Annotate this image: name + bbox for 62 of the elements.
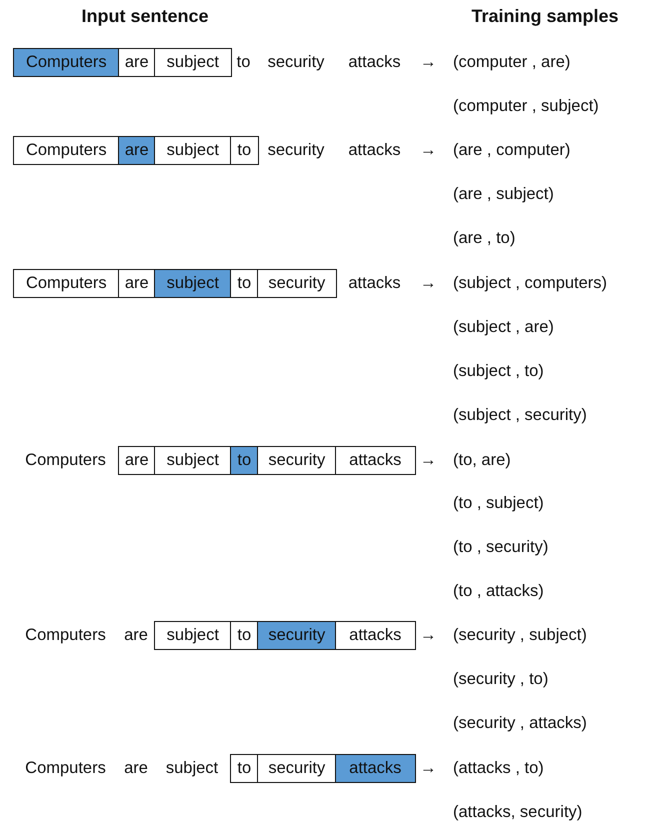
column-heading: Training samples [471, 6, 619, 26]
word: attacks [348, 140, 401, 160]
word-box: subject [154, 48, 232, 76]
training-pair: (to , subject) [453, 493, 544, 513]
arrow: → [420, 140, 436, 160]
training-pair: (subject , computers) [453, 273, 608, 293]
word: security [268, 140, 324, 160]
arrow: → [420, 625, 436, 645]
word: attacks [348, 52, 401, 72]
word-box: to [230, 754, 259, 782]
word: subject [166, 758, 218, 778]
training-pair: (security , attacks) [453, 713, 587, 733]
target-word-box: to [230, 446, 259, 474]
word-box: to [230, 136, 259, 164]
word: Computers [25, 450, 106, 470]
target-word-box: security [257, 620, 337, 650]
word-box: subject [154, 446, 232, 474]
word-box: security [257, 446, 337, 474]
word-box: security [257, 268, 337, 298]
word: Computers [25, 758, 106, 778]
word-box: subject [154, 136, 232, 164]
training-pair: (subject , are) [453, 317, 554, 337]
training-pair: (are , to) [453, 228, 516, 248]
target-word-box: Computers [13, 48, 120, 76]
arrow: → [420, 758, 436, 778]
word-box: subject [154, 620, 232, 650]
word: security [268, 52, 324, 72]
word-box: attacks [335, 446, 416, 474]
arrow: → [420, 450, 436, 470]
training-pair: (are , computer) [453, 140, 570, 160]
target-word-box: subject [154, 268, 232, 298]
column-heading: Input sentence [81, 6, 209, 26]
word: are [124, 625, 148, 645]
word-box: to [230, 620, 259, 650]
word-box: Computers [13, 268, 120, 298]
training-pair: (to , attacks) [453, 581, 544, 601]
word: Computers [25, 625, 106, 645]
word-box: are [118, 446, 156, 474]
word-box: Computers [13, 136, 120, 164]
arrow: → [420, 273, 436, 293]
word-box: are [118, 268, 156, 298]
word: are [124, 758, 148, 778]
word: to [236, 52, 250, 72]
training-pair: (attacks , to) [453, 758, 544, 778]
training-pair: (are , subject) [453, 184, 554, 204]
training-pair: (subject , to) [453, 361, 544, 381]
training-pair: (security , subject) [453, 625, 587, 645]
training-pair: (subject , security) [453, 405, 587, 425]
training-pair: (computer , subject) [453, 96, 599, 116]
target-word-box: attacks [335, 754, 416, 782]
training-pair: (attacks, security) [453, 802, 582, 822]
word: attacks [348, 273, 401, 293]
word-box: to [230, 268, 259, 298]
word-box: are [118, 48, 156, 76]
arrow: → [420, 52, 436, 72]
word-box: attacks [335, 620, 416, 650]
training-pair: (to, are) [453, 450, 511, 470]
target-word-box: are [118, 136, 156, 164]
training-pair: (security , to) [453, 669, 548, 689]
training-pair: (to , security) [453, 537, 548, 557]
training-pair: (computer , are) [453, 52, 570, 72]
word-box: security [257, 754, 337, 782]
